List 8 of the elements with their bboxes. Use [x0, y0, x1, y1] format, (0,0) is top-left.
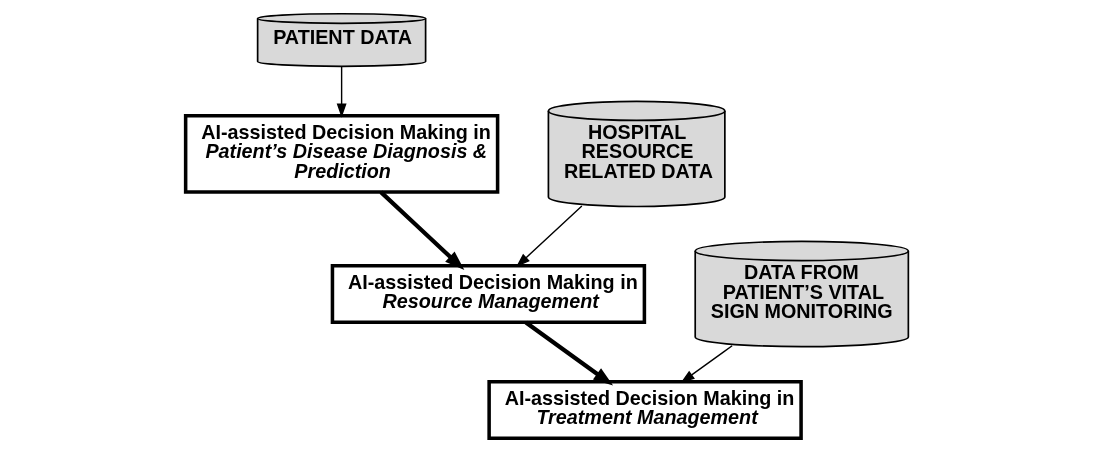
arrow [336, 65, 347, 118]
arrow [524, 320, 614, 386]
arrow [516, 205, 583, 267]
arrow [379, 190, 465, 271]
node-box: AI-assisted Decision Making in Treatment Management [487, 379, 803, 440]
arrow [680, 345, 733, 383]
node-box: AI-assisted Decision Making in Resource Management [330, 264, 647, 324]
node-box: AI-assisted Decision Making in Patient’s Disease Diagnosis & Prediction [183, 114, 500, 194]
